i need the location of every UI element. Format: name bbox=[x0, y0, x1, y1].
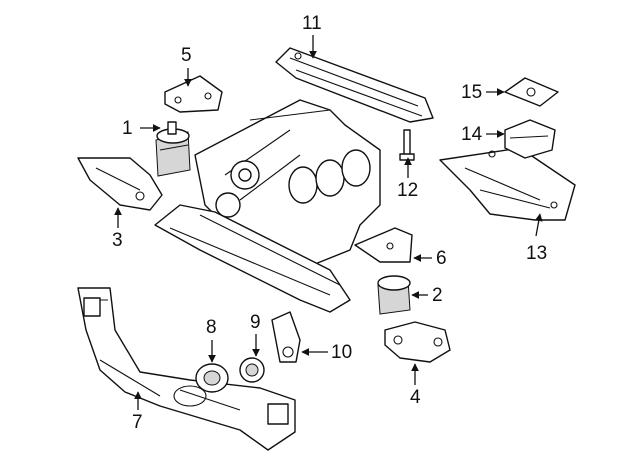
callout-12: 12 bbox=[397, 180, 419, 201]
callout-7: 7 bbox=[132, 412, 143, 433]
part-5-bracket bbox=[164, 75, 223, 113]
callout-6: 6 bbox=[436, 248, 447, 269]
callout-1: 1 bbox=[122, 118, 133, 139]
part-12-bolt bbox=[399, 129, 415, 161]
part-10-link bbox=[271, 311, 301, 363]
callout-14: 14 bbox=[461, 124, 483, 145]
part-8-bushing bbox=[195, 363, 229, 393]
callout-5: 5 bbox=[181, 45, 192, 66]
part-2-mount bbox=[377, 275, 411, 315]
callout-13: 13 bbox=[526, 243, 548, 264]
part-7-subframe bbox=[77, 287, 296, 451]
callout-3: 3 bbox=[112, 230, 123, 251]
callout-2: 2 bbox=[432, 285, 443, 306]
part-14-transmission-mount bbox=[504, 119, 556, 159]
part-6-bracket bbox=[354, 227, 413, 263]
part-1-engine-mount bbox=[155, 121, 191, 177]
part-13-transmission-bracket bbox=[439, 147, 576, 221]
part-3-mount-bracket bbox=[77, 157, 163, 211]
engine-block bbox=[154, 99, 381, 313]
callout-leaders bbox=[114, 35, 543, 410]
callout-8: 8 bbox=[206, 317, 217, 338]
part-9-bushing bbox=[239, 357, 265, 383]
part-4-bracket bbox=[384, 321, 451, 363]
callout-15: 15 bbox=[461, 82, 483, 103]
callout-11: 11 bbox=[302, 13, 322, 34]
callout-9: 9 bbox=[250, 312, 261, 333]
part-11-cross-panel bbox=[275, 47, 434, 123]
part-15-top-plate bbox=[504, 77, 559, 107]
callout-4: 4 bbox=[410, 387, 421, 408]
callout-10: 10 bbox=[331, 342, 353, 363]
